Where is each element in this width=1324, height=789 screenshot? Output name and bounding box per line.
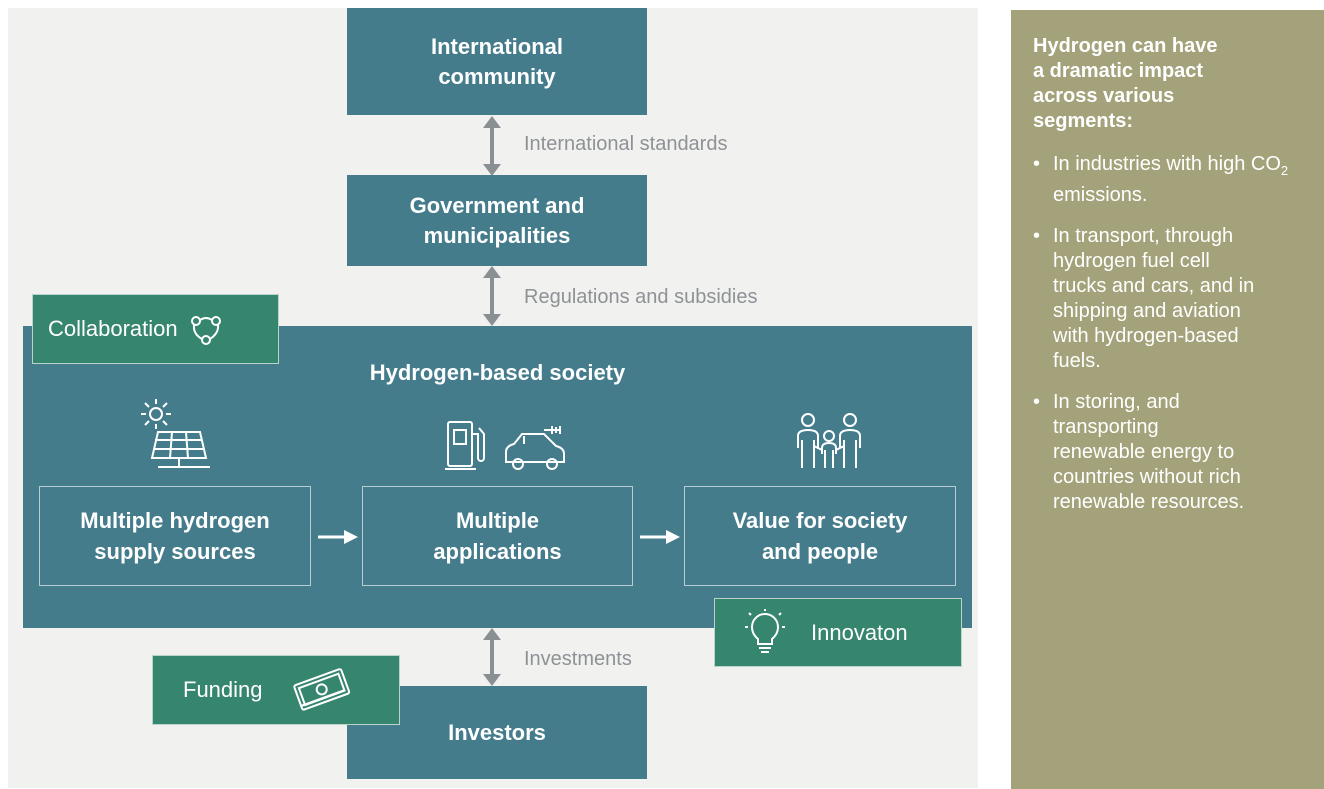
applications-label: Multiple applications [433,508,562,564]
applications-box: Multiple applications [362,486,633,586]
collaboration-label: Collaboration [48,316,178,341]
funding-label: Funding [183,677,263,702]
double-arrow-icon [483,116,501,176]
bullet2-text: In transport, through hydrogen fuel cell… [1053,225,1255,372]
bullet1-text: In industries with high CO [1053,153,1281,175]
bullet1-tail: emissions. [1053,184,1148,206]
supply-sources-box: Multiple hydrogen supply sources [39,486,311,586]
bullet3-text: In storing, and transporting renewable e… [1053,391,1245,513]
hydrogen-society-title: Hydrogen-based society [369,360,626,385]
double-arrow-icon [483,628,501,686]
sidebar-heading: Hydrogen can have a dramatic impact acro… [1033,35,1218,132]
sun-icon [141,399,171,429]
right-arrow-icon [318,530,358,544]
link-regulations-label: Regulations and subsidies [524,286,758,308]
impact-list: In industries with high CO2 emissions. I… [1033,152,1312,515]
electric-car-icon [505,426,565,470]
network-icon [190,316,221,345]
lightbulb-icon [745,608,785,653]
international-community-box: International community [347,8,647,115]
money-icon [292,668,350,711]
value-label: Value for society and people [732,508,908,564]
link-standards-label: International standards [524,133,728,155]
fuel-pump-icon [445,421,485,470]
solar-panel-icon [150,431,210,468]
international-community-label: International community [430,33,563,89]
investors-label: Investors [448,719,546,745]
right-arrow-icon [640,530,680,544]
family-icon [797,413,861,468]
government-box: Government and municipalities [347,175,647,266]
bullet1-subscript: 2 [1280,163,1289,178]
list-item: In transport, through hydrogen fuel cell… [1033,224,1263,374]
impact-sidebar: Hydrogen can have a dramatic impact acro… [1011,10,1324,789]
funding-tag: Funding [152,655,400,725]
link-investments-label: Investments [524,648,632,670]
innovation-tag: Innovaton [714,598,962,667]
list-item: In industries with high CO2 emissions. [1033,152,1323,208]
innovation-label: Innovaton [811,619,908,645]
hydrogen-society-box [23,326,972,628]
government-label: Government and municipalities [409,192,585,248]
double-arrow-icon [483,266,501,326]
value-box: Value for society and people [684,486,956,586]
supply-sources-label: Multiple hydrogen supply sources [80,508,270,564]
collaboration-tag: Collaboration [32,294,279,364]
list-item: In storing, and transporting renewable e… [1033,390,1253,515]
